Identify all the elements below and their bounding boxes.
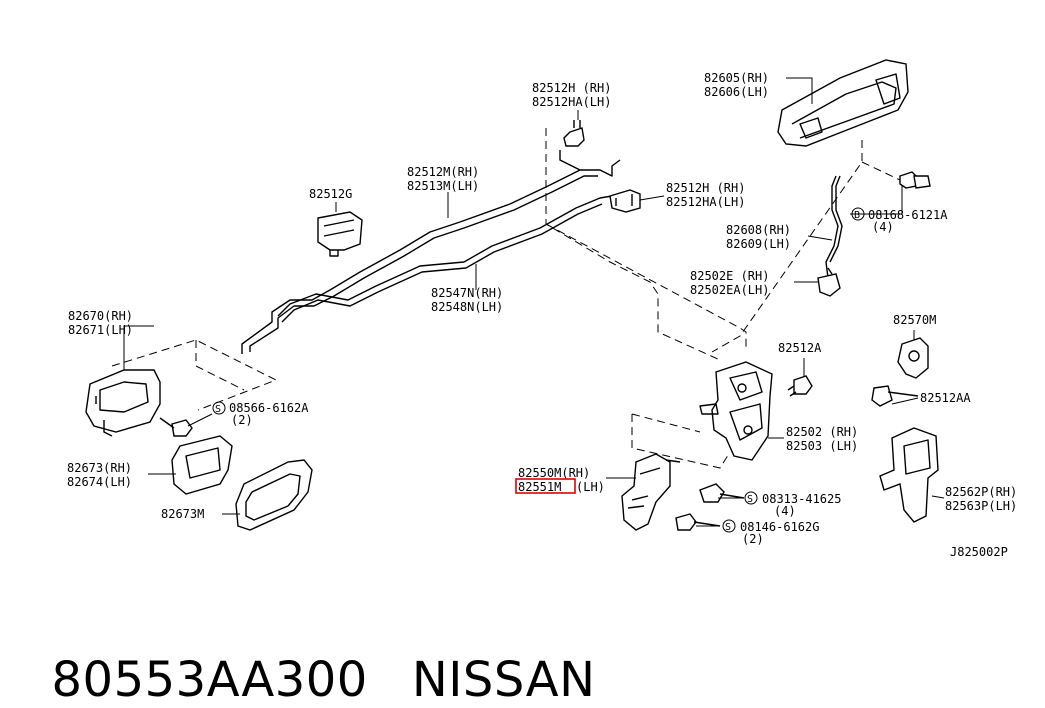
parts-diagram: 82512H (RH) 82512HA(LH) 82512M(RH) 82513… (67, 59, 1017, 559)
bezel-82673m (235, 459, 313, 531)
screw-08313 (699, 483, 745, 503)
footer: 80553AA300 NISSAN (20, 596, 595, 708)
label-82673-rh: 82673(RH) (67, 461, 132, 475)
label-82673m: 82673M (161, 507, 204, 521)
s-symbol-08146 (722, 519, 736, 533)
b-symbol-08168-letter: B (854, 210, 860, 221)
label-82551m-lh-suffix: (LH) (576, 480, 605, 494)
label-82670-rh: 82670(RH) (68, 309, 133, 323)
escutcheon-82673 (171, 435, 233, 495)
label-08168-qty: (4) (872, 220, 894, 234)
label-82512aa: 82512AA (920, 391, 971, 405)
label-82502e-rh: 82502E (RH) (690, 269, 769, 283)
label-82512g: 82512G (309, 187, 352, 201)
leader-lines (123, 77, 945, 527)
outside-handle-82605 (777, 59, 909, 147)
bracket-82562p (879, 427, 939, 523)
diagram-code: J825002P (950, 545, 1008, 559)
label-82512h-mid-lh: 82512HA(LH) (666, 195, 745, 209)
label-82502-rh: 82502 (RH) (786, 425, 858, 439)
label-82512h-top-rh: 82512H (RH) (532, 81, 611, 95)
label-08313-part: 08313-41625 (762, 492, 841, 506)
inside-handle-82670 (85, 369, 161, 437)
bolt-08146 (675, 513, 721, 531)
s-symbol-08313-letter: S (747, 494, 753, 505)
clip-82512g (317, 211, 363, 257)
grommet-82512aa (871, 385, 919, 407)
assembly-guide-lines (111, 128, 901, 469)
label-82512h-top-lh: 82512HA(LH) (532, 95, 611, 109)
screw-08566 (159, 417, 193, 437)
label-82605-lh: 82606(LH) (704, 85, 769, 99)
label-82570m: 82570M (893, 313, 936, 327)
label-08146-qty: (2) (742, 532, 764, 546)
grommet-82512a (787, 375, 813, 397)
label-82605-rh: 82605(RH) (704, 71, 769, 85)
clip-82502e (817, 267, 841, 297)
label-82512a: 82512A (778, 341, 822, 355)
brand-name: NISSAN (411, 652, 596, 708)
s-symbol-08566-letter: S (215, 404, 221, 415)
part-number: 80553AA300 (51, 652, 368, 708)
label-82547n-rh: 82547N(RH) (431, 286, 503, 300)
clip-82512h-top (563, 120, 585, 147)
label-82502e-lh: 82502EA(LH) (690, 283, 769, 297)
s-symbol-08313 (744, 491, 758, 505)
label-82608-rh: 82608(RH) (726, 223, 791, 237)
label-08313-qty: (4) (774, 504, 796, 518)
remote-control-82550m (621, 453, 681, 531)
label-08168-part: 08168-6121A (868, 208, 948, 222)
highlight-box-82551m (515, 478, 576, 494)
label-08566-part: 08566-6162A (229, 401, 309, 415)
rod-82608 (825, 175, 843, 279)
label-82562p-lh: 82563P(LH) (945, 499, 1017, 513)
label-82512m-lh: 82513M(LH) (407, 179, 479, 193)
label-08566-qty: (2) (231, 413, 253, 427)
s-symbol-08146-letter: S (725, 522, 731, 533)
label-82608-lh: 82609(LH) (726, 237, 791, 251)
s-symbol-08566 (212, 401, 226, 415)
b-symbol-08168 (851, 207, 865, 221)
label-82673-lh: 82674(LH) (67, 475, 132, 489)
label-08146-part: 08146-6162G (740, 520, 819, 534)
door-lock-rods (241, 150, 621, 354)
label-82551m-lh-part: 82551M (518, 480, 561, 494)
label-82562p-rh: 82562P(RH) (945, 485, 1017, 499)
part-labels: 82512H (RH) 82512HA(LH) 82512M(RH) 82513… (67, 71, 1017, 559)
clip-82512h-mid (609, 189, 641, 213)
label-82502-lh: 82503 (LH) (786, 439, 858, 453)
clip-82570m (897, 337, 929, 379)
label-82550m-rh: 82550M(RH) (518, 466, 590, 480)
bolt-08168 (899, 171, 931, 189)
door-lock-82502 (699, 361, 773, 461)
label-82512h-mid-rh: 82512H (RH) (666, 181, 745, 195)
label-82512m-rh: 82512M(RH) (407, 165, 479, 179)
label-82547n-lh: 82548N(LH) (431, 300, 503, 314)
label-82670-lh: 82671(LH) (68, 323, 133, 337)
